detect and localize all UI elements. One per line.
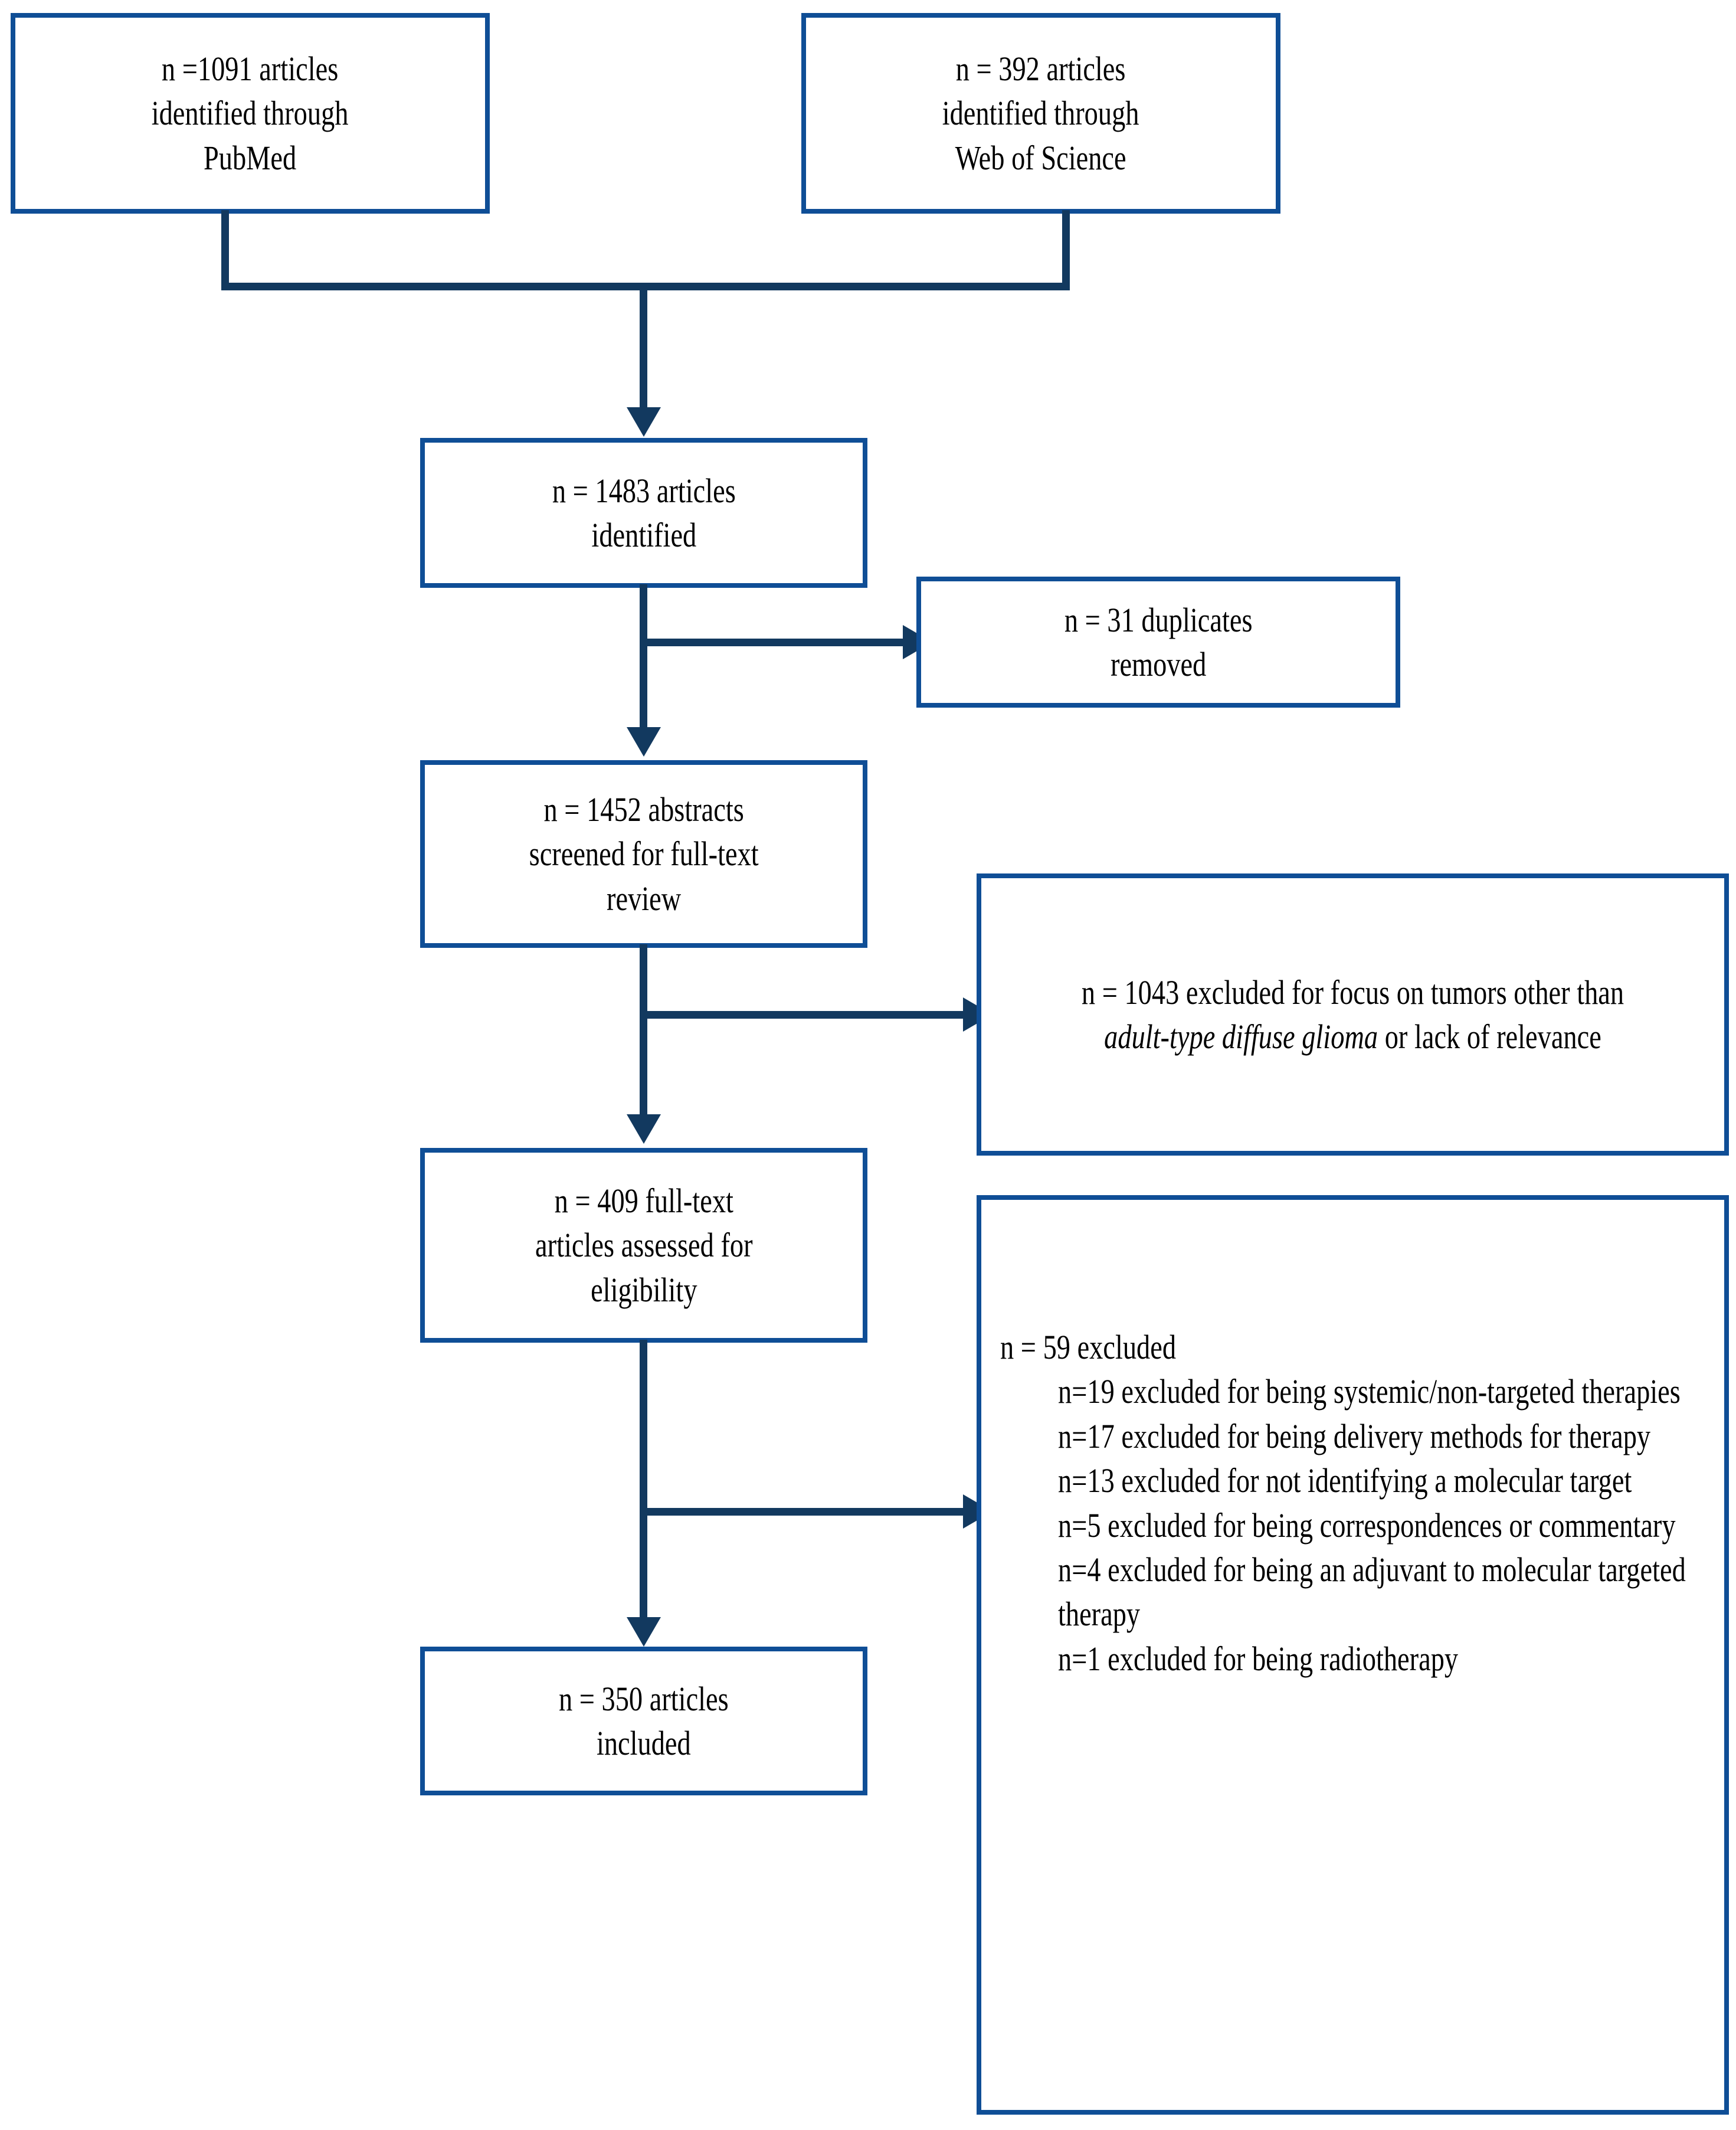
duplicates-line-2: removed [1110,645,1207,683]
connector-identified-stem [640,584,647,729]
connector-abstracts-stem [640,944,647,1115]
pubmed-line-1: n =1091 articles [162,49,339,88]
box-articles-identified: n = 1483 articles identified [420,438,867,588]
fulltext-line-3: eligibility [590,1270,697,1309]
identified-line-1: n = 1483 articles [552,471,736,510]
excl59-item-4: n=5 excluded for being correspondences o… [1058,1506,1676,1545]
identified-line-2: identified [591,516,696,554]
arrow-down-to-included [627,1617,661,1647]
included-line-1: n = 350 articles [559,1679,729,1718]
pubmed-line-3: PubMed [204,138,297,177]
box-duplicates-removed: n = 31 duplicates removed [916,577,1400,708]
connector-excl1043-branch [640,1011,965,1019]
box-fulltext-text: n = 409 full-text articles assessed for el… [529,1179,759,1312]
excl59-item-2: n=17 excluded for being delivery methods… [1058,1416,1651,1455]
arrow-down-to-identified [627,407,661,437]
box-excluded-focus: n = 1043 excluded for focus on tumors ot… [977,873,1729,1156]
box-identified-text: n = 1483 articles identified [545,469,742,558]
connector-pubmed-stem [221,210,229,287]
box-fulltext-assessed: n = 409 full-text articles assessed for el… [420,1148,867,1343]
wos-line-3: Web of Science [955,138,1126,177]
connector-wos-stem [1062,210,1070,287]
excluded-reasons-list: n = 59 excluded n=19 excluded for being … [981,1200,1724,1681]
excl1043-part-1: n = 1043 excluded for focus on tumors ot… [1081,973,1624,1012]
included-line-2: included [597,1724,691,1762]
excl59-item-5: n=4 excluded for being an adjuvant to mo… [1058,1550,1686,1634]
pubmed-line-2: identified through [152,94,349,133]
excl1043-part-2: or lack of relevance [1378,1017,1601,1056]
box-included-text: n = 350 articles included [552,1677,735,1766]
excl59-item-1: n=19 excluded for being systemic/non-tar… [1058,1372,1681,1411]
connector-excl59-branch [640,1508,965,1516]
abstracts-line-1: n = 1452 abstracts [543,790,744,829]
box-abstracts-text: n = 1452 abstracts screened for full-text… [522,787,765,921]
duplicates-line-1: n = 31 duplicates [1064,600,1253,639]
excl59-item-3: n=13 excluded for not identifying a mole… [1058,1461,1632,1500]
excl59-item-6: n=1 excluded for being radiotherapy [1058,1639,1459,1678]
arrow-down-to-fulltext [627,1114,661,1144]
connector-merge-stem [640,283,647,410]
connector-duplicates-branch [640,639,905,646]
box-duplicates-text: n = 31 duplicates removed [1057,598,1259,687]
box-abstracts-screened: n = 1452 abstracts screened for full-text… [420,760,867,948]
fulltext-line-2: articles assessed for [535,1226,753,1265]
excl59-header: n = 59 excluded [1000,1328,1177,1366]
box-excl1043-text: n = 1043 excluded for focus on tumors ot… [1056,970,1650,1059]
excl1043-italic-term: adult-type diffuse glioma [1104,1017,1378,1056]
fulltext-line-1: n = 409 full-text [554,1181,733,1220]
wos-line-1: n = 392 articles [956,49,1126,88]
abstracts-line-2: screened for full-text [529,835,759,873]
box-articles-included: n = 350 articles included [420,1647,867,1795]
wos-line-2: identified through [942,94,1139,133]
abstracts-line-3: review [606,879,682,918]
box-excluded-fulltext-reasons: n = 59 excluded n=19 excluded for being … [977,1195,1729,2115]
arrow-down-to-abstracts [627,727,661,757]
connector-fulltext-stem [640,1340,647,1620]
